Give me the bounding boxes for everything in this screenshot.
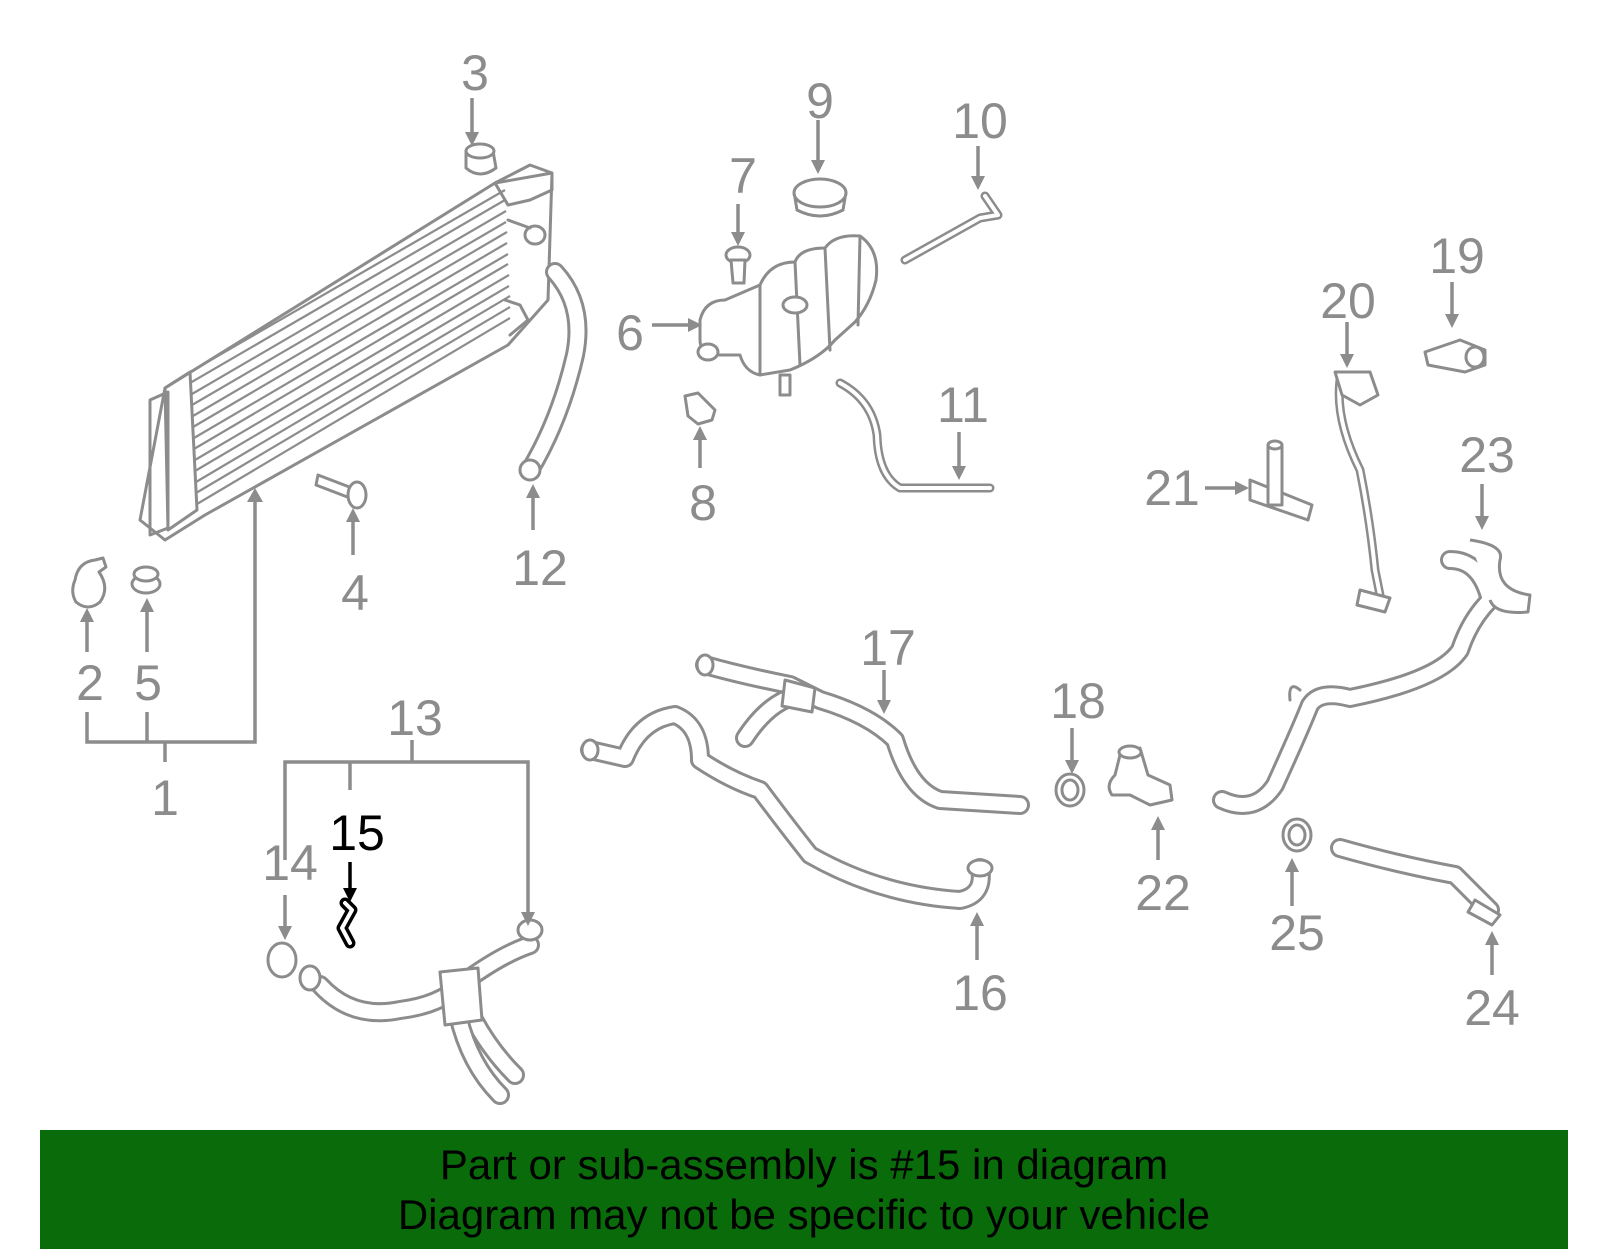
callout-5[interactable]: 5 <box>134 655 162 711</box>
part-12-upper-hose <box>518 262 588 482</box>
callout-8[interactable]: 8 <box>689 475 717 531</box>
callout-9[interactable]: 9 <box>806 73 834 129</box>
part-15-hose-highlighted <box>336 897 358 949</box>
part-6-coolant-reservoir <box>696 234 879 397</box>
callout-6[interactable]: 6 <box>616 305 644 361</box>
part-19-sensor <box>1423 338 1487 374</box>
callout-23[interactable]: 23 <box>1459 427 1515 483</box>
callout-13[interactable]: 13 <box>387 690 443 746</box>
part-17-heater-hose <box>695 653 1030 815</box>
part-24-bypass-tube <box>1330 838 1502 927</box>
part-18-clamp <box>1054 772 1086 808</box>
callout-21[interactable]: 21 <box>1144 460 1200 516</box>
callout-3[interactable]: 3 <box>461 45 489 101</box>
callout-16[interactable]: 16 <box>952 965 1008 1021</box>
radiator <box>138 163 554 542</box>
part-11-overflow-hose <box>835 378 995 493</box>
leader-lines <box>80 98 1499 975</box>
radiator-fins <box>189 189 511 505</box>
callout-10[interactable]: 10 <box>952 93 1008 149</box>
part-13-hose-assembly <box>298 918 544 1105</box>
callout-17[interactable]: 17 <box>860 620 916 676</box>
callout-11[interactable]: 11 <box>937 377 989 433</box>
callout-24[interactable]: 24 <box>1464 980 1520 1036</box>
callout-1[interactable]: 1 <box>151 770 179 826</box>
part-14-o-ring <box>266 941 298 979</box>
callout-25[interactable]: 25 <box>1269 905 1325 961</box>
part-8-nut <box>683 391 717 426</box>
callout-12[interactable]: 12 <box>512 540 568 596</box>
callout-labels: 1 2 3 4 5 6 7 8 9 10 11 12 13 14 15 16 1… <box>76 45 1520 1036</box>
callout-18[interactable]: 18 <box>1050 673 1106 729</box>
banner-line-disclaimer: Diagram may not be specific to your vehi… <box>397 1190 1211 1238</box>
info-banner: Part or sub-assembly is #15 in diagram D… <box>40 1130 1568 1249</box>
part-22-fitting <box>1107 744 1174 807</box>
callout-4[interactable]: 4 <box>341 565 369 621</box>
callout-20[interactable]: 20 <box>1320 273 1376 329</box>
part-9-reservoir-cap <box>792 177 848 218</box>
part-25-clamp <box>1281 817 1313 853</box>
part-21-tee <box>1248 439 1314 522</box>
part-5-grommet <box>130 565 162 595</box>
callout-22[interactable]: 22 <box>1135 865 1191 921</box>
part-3-isolator <box>464 142 498 176</box>
part-2-drain-plug <box>71 556 108 609</box>
part-23-coolant-hose <box>1212 538 1532 815</box>
part-10-vent-hose <box>900 191 1003 265</box>
parts-diagram: 1 2 3 4 5 6 7 8 9 10 11 12 13 14 15 16 1… <box>71 45 1532 1105</box>
part-16-heater-hose <box>580 705 994 910</box>
callout-7[interactable]: 7 <box>729 148 757 204</box>
part-7-bolt <box>724 245 752 285</box>
callout-15[interactable]: 15 <box>329 805 385 861</box>
banner-line-part-number: Part or sub-assembly is #15 in diagram <box>439 1140 1169 1188</box>
part-20-tube <box>1333 370 1392 614</box>
callout-14[interactable]: 14 <box>262 835 318 891</box>
part-4-bolt <box>314 473 368 510</box>
callout-19[interactable]: 19 <box>1429 228 1485 284</box>
callout-2[interactable]: 2 <box>76 655 104 711</box>
